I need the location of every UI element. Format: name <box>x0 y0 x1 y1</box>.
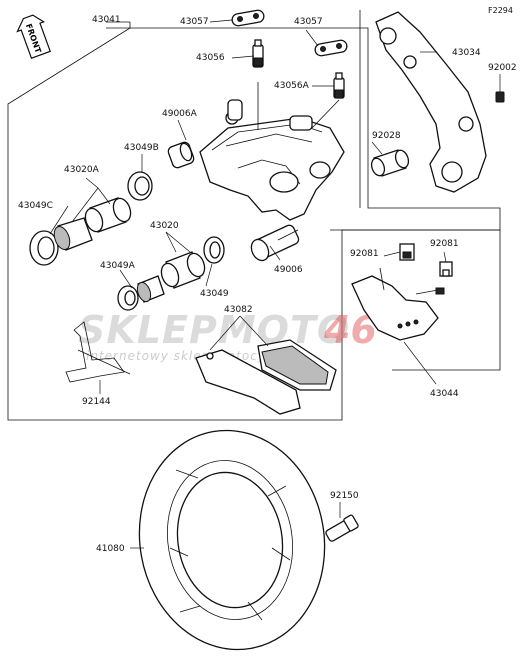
part-92150-disc-bolt <box>325 514 359 542</box>
label-43020: 43020 <box>150 221 179 231</box>
part-43049a-seal-set <box>117 275 165 311</box>
label-92150: 92150 <box>330 491 359 501</box>
label-43020a: 43020A <box>64 165 100 175</box>
part-43049b-piston-seal <box>127 171 153 201</box>
part-43049c-seal-set <box>29 217 93 266</box>
label-92081-right: 92081 <box>430 239 459 249</box>
part-92028-sleeve <box>370 149 410 177</box>
label-43049a: 43049A <box>100 261 136 271</box>
part-92002-bolt <box>495 91 505 103</box>
leader-lines <box>49 19 501 549</box>
label-92081-left: 92081 <box>350 249 379 259</box>
watermark-tagline: internetowy sklep motocyklowy <box>86 349 305 363</box>
label-43056: 43056 <box>196 53 225 63</box>
part-43082-brake-pads <box>195 339 337 415</box>
part-41080-brake-disc <box>138 429 326 651</box>
label-43057-top: 43057 <box>180 17 209 27</box>
label-92028: 92028 <box>372 131 401 141</box>
label-43082: 43082 <box>224 305 253 315</box>
part-43020a-piston <box>84 197 132 233</box>
part-92144-pad-spring <box>65 321 131 383</box>
part-43056a-bleeder-valve <box>333 72 345 99</box>
part-43020-piston <box>160 251 206 289</box>
part-92081-grommet-b <box>439 261 453 277</box>
label-43049b: 43049B <box>124 143 159 153</box>
part-43057-plate-top <box>231 9 265 27</box>
pad-spring-frame <box>330 229 501 371</box>
label-92002: 92002 <box>488 63 517 73</box>
label-41080: 41080 <box>96 544 125 554</box>
front-arrow-icon: FRONT <box>16 14 52 59</box>
diagram-code: F2294 <box>488 6 513 15</box>
label-43034: 43034 <box>452 48 481 58</box>
part-43056-bleeder-valve <box>252 39 264 68</box>
label-43049: 43049 <box>200 289 229 299</box>
label-49006a: 49006A <box>162 109 198 119</box>
part-49006-pin-bolt <box>250 224 300 262</box>
part-43057-plate-right <box>314 39 348 57</box>
part-43034-caliper-bracket <box>375 11 487 193</box>
part-43049-seal-ring <box>203 236 225 264</box>
part-92081-grommet-a <box>399 243 415 261</box>
label-43056a: 43056A <box>274 81 310 91</box>
label-43044: 43044 <box>430 389 459 399</box>
watermark-brand: SKLEPMOTO <box>78 308 350 352</box>
part-43044-pad-holder <box>351 267 445 341</box>
label-49006: 49006 <box>274 265 303 275</box>
part-49006a-dust-boot <box>167 141 195 169</box>
label-92144: 92144 <box>82 397 111 407</box>
part-43041-caliper-body <box>199 82 345 221</box>
label-43049c: 43049C <box>18 201 53 211</box>
label-43057-right: 43057 <box>294 17 323 27</box>
label-43041: 43041 <box>92 15 121 25</box>
